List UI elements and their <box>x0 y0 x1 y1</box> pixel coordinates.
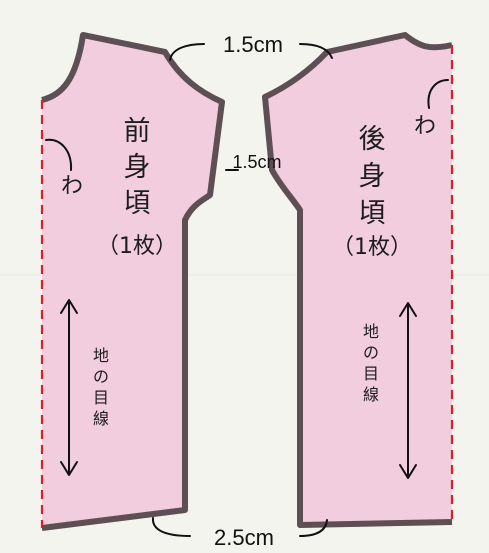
back-grainline-char-4: 線 <box>363 385 379 404</box>
back-fold-callout <box>427 79 449 109</box>
front-fold-callout <box>45 138 73 171</box>
armhole-measure-label: 1.5cm <box>232 152 281 172</box>
back-title-char-3: 頃 <box>359 198 386 229</box>
front-bodice-seam-allowance <box>41 32 225 531</box>
front-grainline-char-4: 線 <box>93 409 109 428</box>
back-bodice-seam-allowance <box>262 32 453 528</box>
back-grainline-arrow <box>399 302 417 479</box>
back-fold-mark: わ <box>414 114 436 139</box>
front-fold-mark: わ <box>61 174 83 199</box>
back-grainline-char-2: の <box>363 343 379 362</box>
back-title-char-1: 後 <box>359 124 386 155</box>
front-piece-count: （1枚） <box>97 234 177 259</box>
front-grainline-char-1: 地 <box>93 346 109 365</box>
back-grainline-char-1: 地 <box>363 322 379 341</box>
back-piece-count: （1枚） <box>332 235 412 260</box>
front-bodice-piece <box>40 32 225 531</box>
hem-measure-label: 2.5cm <box>214 525 274 550</box>
front-bodice-fabric <box>42 35 222 528</box>
shoulder-measure-callout <box>169 43 333 61</box>
front-grainline-char-3: 目 <box>93 388 109 407</box>
back-bodice-fabric <box>265 35 452 525</box>
front-grainline-arrow <box>60 299 78 476</box>
front-title-char-2: 身 <box>124 152 151 183</box>
front-title-char-3: 頃 <box>124 188 151 219</box>
hem-measure-callout <box>151 517 328 537</box>
back-title-char-2: 身 <box>359 161 386 192</box>
back-bodice-piece <box>262 32 454 528</box>
back-grainline-char-3: 目 <box>363 364 379 383</box>
front-grainline-char-2: の <box>93 367 109 386</box>
front-title-char-1: 前 <box>124 116 151 147</box>
shoulder-measure-label: 1.5cm <box>223 32 283 57</box>
